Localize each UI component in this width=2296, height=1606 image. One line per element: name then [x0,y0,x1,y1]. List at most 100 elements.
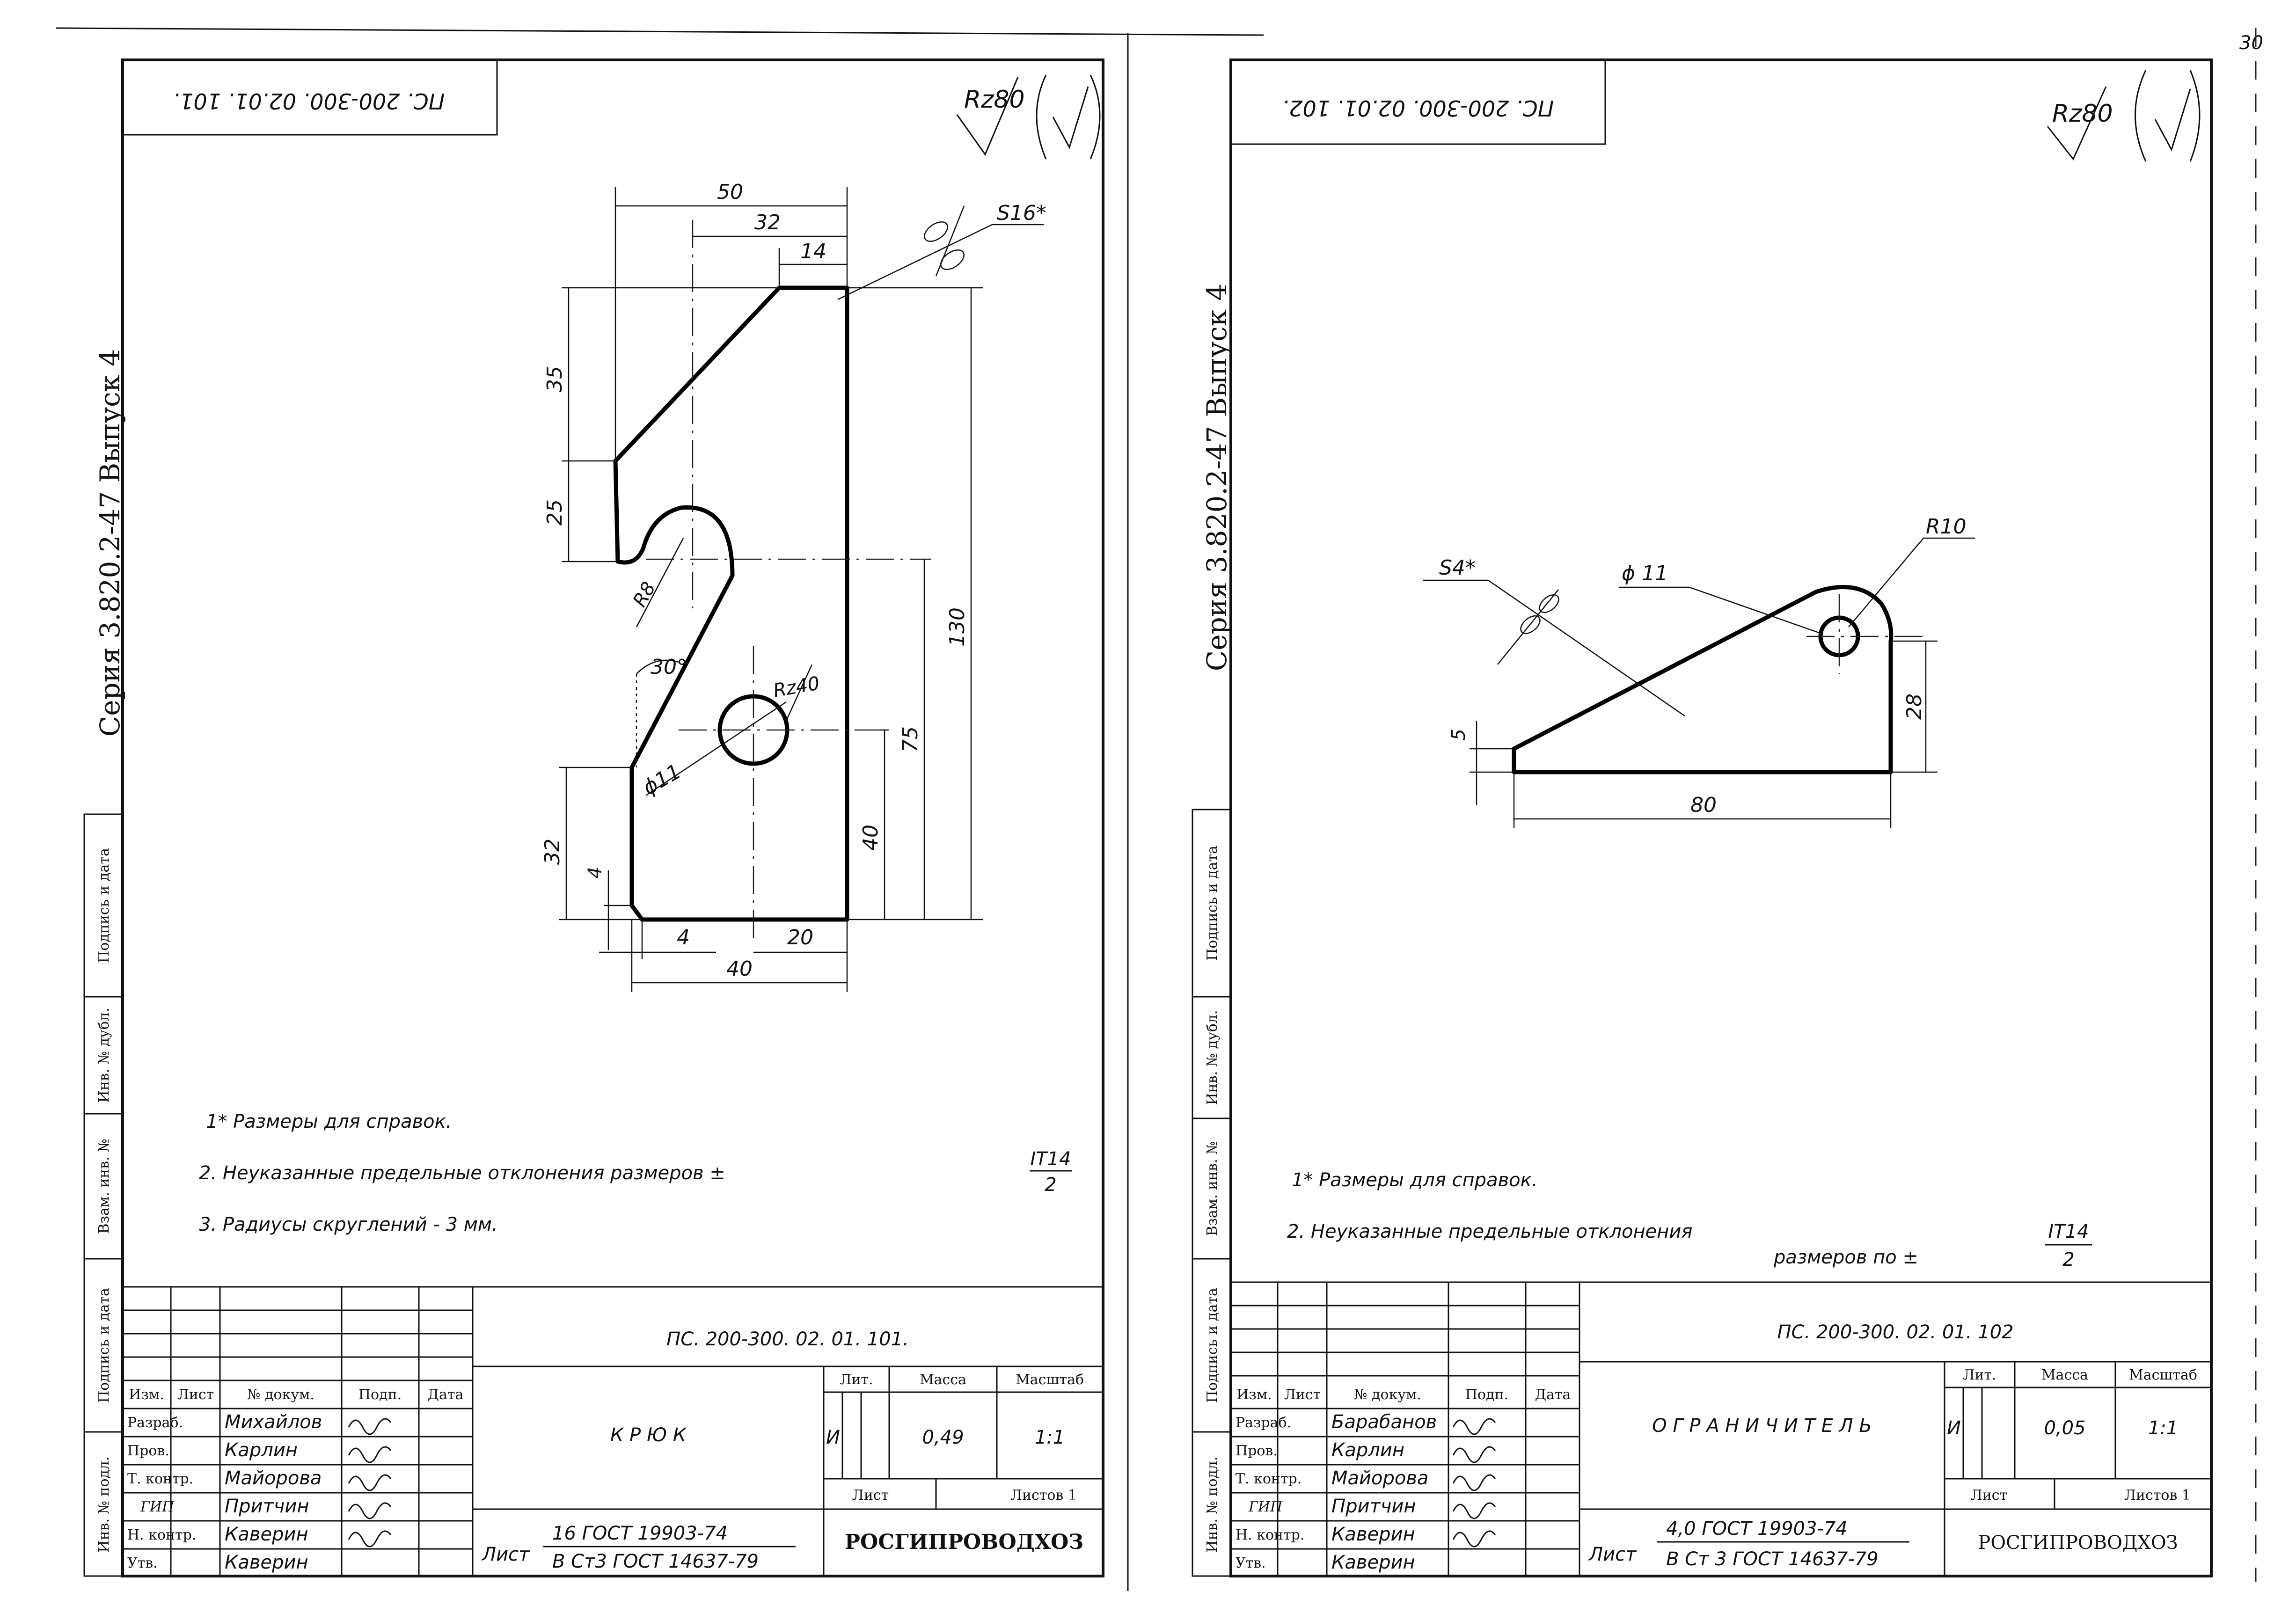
dim-50: 50 [614,180,848,463]
svg-text:3. Радиусы скруглений - 3 мм.: 3. Радиусы скруглений - 3 мм. [199,1214,498,1235]
svg-text:S4*: S4* [1439,556,1476,580]
svg-text:Взам. инв. №: Взам. инв. № [1204,1141,1221,1236]
svg-text:Подп.: Подп. [1465,1387,1508,1403]
svg-text:ГИП: ГИП [140,1499,175,1515]
right-stamp-box [1230,59,1606,145]
svg-text:Дата: Дата [1535,1387,1571,1403]
left-series-label: Серия 3.820.2-47 Выпуск 4 [94,349,126,737]
svg-text:28: 28 [1902,694,1926,720]
right-notes: 1* Размеры для справок. 2. Неуказанные п… [1287,1169,2092,1270]
signature-5 [348,1530,392,1548]
svg-text:Каверин: Каверин [1331,1524,1415,1545]
svg-text:Масса: Масса [920,1372,966,1388]
svg-text:В Ст3 ГОСТ 14637-79: В Ст3 ГОСТ 14637-79 [552,1551,759,1572]
hook-outline [613,285,849,922]
svg-text:Лист: Лист [1971,1487,2007,1504]
dim-32-left: 32 [541,766,642,920]
svg-text:Подп.: Подп. [358,1387,402,1403]
svg-text:№ докум.: № докум. [1354,1387,1421,1403]
svg-text:40: 40 [726,957,753,981]
dim-r10: R10 [1848,515,1975,628]
svg-text:0,05: 0,05 [2044,1417,2085,1439]
dim-80: 80 [1513,772,1892,828]
left-stamp-code: ПС. 200-300. 02.01. 101. [173,88,445,114]
svg-text:2: 2 [2062,1249,2074,1270]
svg-text:ϕ 11: ϕ 11 [1622,562,1668,585]
svg-text:К Р Ю К: К Р Ю К [610,1424,687,1446]
svg-text:Утв.: Утв. [1236,1555,1266,1571]
svg-text:ПС. 200-300. 02. 01. 101.: ПС. 200-300. 02. 01. 101. [666,1329,909,1350]
svg-text:РОСГИПРОВОДХОЗ: РОСГИПРОВОДХОЗ [845,1530,1083,1554]
svg-text:В Ст 3 ГОСТ 14637-79: В Ст 3 ГОСТ 14637-79 [1666,1548,1879,1570]
svg-text:1* Размеры для справок.: 1* Размеры для справок. [206,1111,452,1132]
signature-r4 [1452,1502,1496,1519]
dim-phi11: ϕ11 [639,701,787,800]
svg-text:IT14: IT14 [2048,1221,2089,1242]
dim-35: 35 [543,287,779,462]
svg-text:R10: R10 [1926,515,1967,539]
svg-text:И: И [826,1427,840,1448]
svg-text:32: 32 [754,211,781,234]
svg-text:IT14: IT14 [1030,1148,1071,1170]
signature-r5 [1452,1530,1496,1548]
left-drawing: ПС. 200-300. 02.01. 101. Rz80 Серия 3.82… [83,58,1104,1577]
svg-text:Инв. № дубл.: Инв. № дубл. [1204,1010,1221,1105]
svg-text:Н. контр.: Н. контр. [127,1527,196,1543]
svg-text:Каверин: Каверин [1331,1552,1415,1573]
signature-r2 [1452,1446,1496,1463]
svg-text:Притчин: Притчин [225,1496,309,1517]
svg-text:Майорова: Майорова [1331,1467,1428,1489]
signature-3 [348,1474,392,1491]
svg-text:Масштаб: Масштаб [2129,1367,2197,1383]
svg-text:Лист: Лист [177,1387,214,1403]
svg-text:30°: 30° [651,655,687,679]
left-roughness-symbol: Rz80 [956,74,1101,160]
svg-text:Лист: Лист [1284,1387,1321,1403]
svg-text:Лист: Лист [852,1487,889,1504]
svg-text:32: 32 [541,839,564,865]
svg-text:R8: R8 [629,578,660,611]
dim-28: 28 [1891,640,1938,773]
svg-text:20: 20 [787,926,813,949]
dim-angle-30: 30° [636,655,687,767]
svg-text:16 ГОСТ 19903-74: 16 ГОСТ 19903-74 [552,1523,728,1544]
right-stamp-code: ПС. 200-300. 02.01. 102. [1282,95,1554,121]
svg-text:размеров по ±: размеров по ± [1773,1247,1918,1268]
svg-text:Пров.: Пров. [127,1443,169,1459]
svg-text:Инв. № подл.: Инв. № подл. [1204,1456,1221,1552]
svg-text:Инв. № дубл.: Инв. № дубл. [96,1008,112,1103]
svg-text:Разраб.: Разраб. [1236,1415,1291,1431]
svg-text:Т. контр.: Т. контр. [1236,1471,1302,1487]
svg-text:ПС. 200-300. 02. 01. 102: ПС. 200-300. 02. 01. 102 [1777,1321,2014,1343]
page-number: 30 [2239,32,2263,54]
svg-text:S16*: S16* [997,201,1046,225]
svg-text:РОСГИПРОВОДХОЗ: РОСГИПРОВОДХОЗ [1978,1532,2178,1554]
svg-text:Листов 1: Листов 1 [1010,1487,1077,1504]
dim-s4: S4* [1423,556,1685,717]
svg-text:Разраб.: Разраб. [127,1415,183,1431]
right-series-label: Серия 3.820.2-47 Выпуск 4 [1201,284,1233,671]
svg-text:Листов 1: Листов 1 [2124,1487,2191,1504]
svg-text:25: 25 [543,499,567,526]
dim-40-v: 40 [859,729,889,920]
svg-text:4: 4 [585,867,606,878]
right-roughness-symbol: Rz80 [2047,70,2201,162]
left-stamp-box [122,59,498,136]
svg-text:Лит.: Лит. [840,1372,873,1388]
svg-text:Майорова: Майорова [225,1467,322,1489]
dim-rz40: Rz40 [772,664,821,722]
svg-text:5: 5 [1448,729,1470,740]
svg-text:4: 4 [677,926,690,949]
right-frame [1229,58,2213,1577]
dim-r8: R8 [629,538,684,628]
svg-text:Барабанов: Барабанов [1331,1411,1437,1433]
svg-text:Подпись и дата: Подпись и дата [96,1288,112,1403]
svg-text:ГИП: ГИП [1248,1499,1283,1515]
dim-phi11-right: ϕ 11 [1619,562,1823,635]
svg-text:ϕ11: ϕ11 [639,759,685,800]
signature-4 [348,1502,392,1519]
dim-s16: S16* [837,201,1046,300]
left-roughness-text: Rz80 [964,86,1025,114]
svg-text:50: 50 [717,180,743,204]
dim-25: 25 [543,461,618,562]
